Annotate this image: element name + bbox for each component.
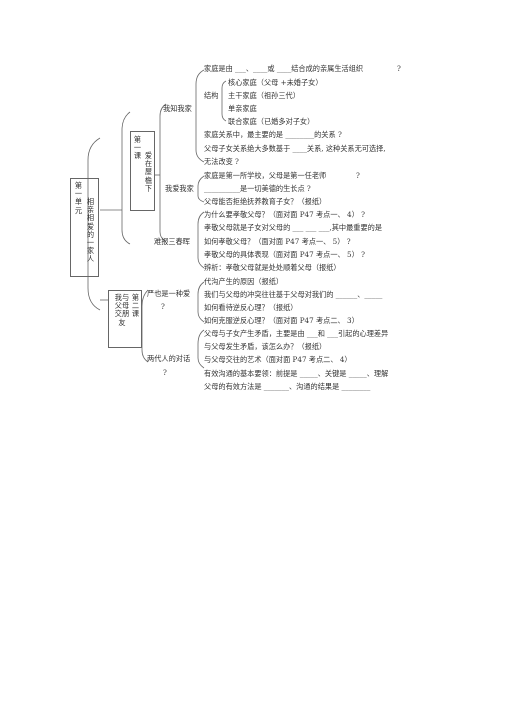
virtue-growth: __________是一切美德的生长点 ? (204, 184, 311, 193)
structure-label: 结构 (204, 91, 219, 100)
lesson2-bracket (141, 289, 149, 363)
generation-gap-cause: 代沟产生的原因（报纸） (204, 277, 284, 286)
communication-art: 与父母交往的艺术（面对面 P47 考点二、 4） (204, 355, 352, 364)
communication-basics: 有效沟通的基本要领：前提是 _____、关键是 _____、理解 (204, 369, 389, 378)
repay-bracket (197, 211, 205, 269)
refuse-raising: 父母能否拒绝抚养教育子女？（报纸） (204, 197, 327, 206)
parent-child-relation: 父母子女关系绝大多数基于 ____关系, 这种关系无可选择, (204, 144, 386, 153)
first-school-mark: ? (356, 171, 360, 180)
core-family: 核心家庭（父母 +未婚子女） (228, 78, 323, 87)
unit-title-b: 相亲相爱的一家人 (86, 197, 95, 264)
how-filial: 如何孝敬父母？（面对面 P47 考点一、 5） ? (204, 237, 351, 246)
family-definition: 家庭是由 ___、____或 ____结合成的亲属生活组织 (204, 64, 364, 73)
section-dialogue: 两代人的对话 (147, 354, 191, 363)
section-know-home: 我知我家 (163, 104, 192, 113)
unchangeable: 无法改变 ? (204, 157, 239, 166)
view-rebellion: 如何看待逆反心理？（报纸） (204, 303, 298, 312)
single-family: 单亲家庭 (228, 104, 257, 113)
lesson1-title: 第一课 (133, 135, 142, 161)
lesson1-bracket (121, 111, 131, 245)
section-strict-love: 严也是一种爱 (147, 289, 191, 298)
unit-box (70, 178, 99, 277)
love-bracket (197, 175, 205, 203)
lesson1-box (130, 131, 155, 211)
section-love-home: 我爱我家 (165, 184, 194, 193)
lesson2-title-a: 第二课 (131, 293, 140, 319)
sections-bracket-1 (159, 103, 167, 243)
section-strict-love-mark: ? (161, 302, 165, 311)
rebellion-bracket (197, 281, 205, 323)
lesson2-title-b: 我与父母交朋友 (114, 293, 130, 327)
lesson1-subtitle: 爱在屋檐下 (144, 151, 153, 193)
filial-duty: 孝敬父母就是子女对父母的 ___ ___ ___,其中最重要的是 (204, 223, 383, 232)
contradiction-cause: 父母与子女产生矛盾，主要是由 ___和 ___引起的心理差异 (204, 329, 389, 338)
communication-method: 父母的有效方法是 _______、沟通的结果是 ________ (204, 382, 371, 391)
know-bracket (195, 69, 205, 163)
stem-family: 主干家庭（祖孙三代） (228, 91, 300, 100)
main-relation: 家庭关系中，最主要的是 ________的关系 ? (204, 130, 342, 139)
filial-concrete: 孝敬父母的具体表现（面对面 P47 考点一、 5） ? (204, 250, 365, 259)
filial-analysis: 辨析：孝敬父母就是处处顺着父母（报纸） (204, 263, 341, 272)
section-repay: 难报三春晖 (154, 237, 190, 246)
structure-bracket (221, 80, 227, 122)
family-definition-mark: ? (397, 64, 401, 73)
conflict-basis: 我们与父母的冲突往往基于父母对我们的 ______、_____ (204, 290, 383, 299)
unit-title-a: 第一单元 (74, 181, 83, 215)
handle-contradiction: 与父母发生矛盾，该怎么办？（报纸） (204, 342, 327, 351)
first-school: 家庭是第一所学校，父母是第一任老师 (204, 171, 327, 180)
overcome-rebellion: 如何克服逆反心理？（面对面 P47 考点二、 3） (204, 316, 359, 325)
joint-family: 联合家庭（已婚多对子女） (228, 117, 315, 126)
unit-bracket (87, 137, 101, 311)
lesson2-box (108, 290, 142, 348)
dialogue-bracket (197, 329, 205, 369)
why-filial: 为什么要孝敬父母？（面对面 P47 考点一、 4） ? (204, 210, 365, 219)
section-dialogue-mark: ? (163, 368, 167, 377)
